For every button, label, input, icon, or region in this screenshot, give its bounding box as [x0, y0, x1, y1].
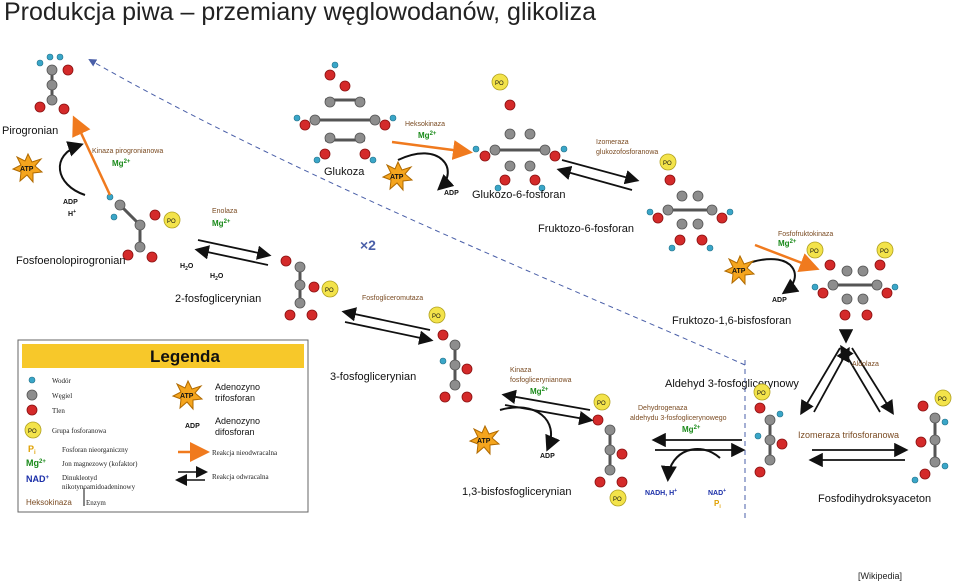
legend-atp-desc-2: trifosforan — [215, 393, 255, 403]
legend-enzyme-desc: Enzym — [86, 499, 106, 507]
legend-mg: Mg2+ — [26, 458, 46, 468]
enzyme-aldolase: Aldolaza — [852, 361, 879, 368]
enzyme-pgk-1: Kinaza — [510, 367, 532, 374]
atp-1: ATP — [390, 174, 404, 181]
times-two: ×2 — [360, 237, 376, 253]
label-bpg13: 1,3-bisfosfoglicerynian — [462, 486, 571, 498]
legend-nad-desc-1: Dinukleotyd — [62, 474, 97, 482]
label-pep: Fosfoenolopirogronian — [16, 255, 125, 267]
label-g6p: Glukozo-6-fosforan — [472, 189, 566, 201]
dashed-pathway-arrow — [88, 59, 746, 366]
label-f16bp: Fruktozo-1,6-bisfosforan — [672, 315, 791, 327]
legend-nad-desc-2: nikotynoamidoadeninowy — [62, 483, 136, 491]
legend-wodor: Wodór — [52, 377, 72, 385]
enzyme-pk: Kinaza pirogronianowa — [92, 148, 163, 155]
mg-pfk: Mg2+ — [778, 239, 797, 248]
legend-pi-desc: Fosforan nieorganiczny — [62, 446, 129, 454]
adp-1: ADP — [444, 190, 459, 197]
g3p-molecule — [753, 383, 788, 478]
legend-adp-desc-2: difosforan — [215, 427, 255, 437]
legend-tlen: Tlen — [52, 407, 65, 415]
enzyme-hexokinase: Heksokinaza — [405, 121, 445, 128]
h2o-1: H2O — [180, 263, 194, 272]
atp-3: ATP — [477, 438, 491, 445]
pg3-molecule — [428, 306, 473, 403]
mg-gapdh: Mg2+ — [682, 425, 701, 434]
adp-3: ADP — [540, 453, 555, 460]
legend-adp: ADP — [185, 423, 200, 430]
atp-2: ATP — [732, 268, 746, 275]
enzyme-isomerase-1: Izomeraza — [596, 139, 629, 146]
label-f6p: Fruktozo-6-fosforan — [538, 223, 634, 235]
enzyme-enolase: Enolaza — [212, 208, 237, 215]
enzyme-mutase: Fosfogliceromutaza — [362, 295, 423, 302]
adp-4: ADP — [63, 199, 78, 206]
enzyme-gapdh-2: aldehydu 3-fosfoglicerynowego — [630, 415, 727, 422]
mg-hexokinase: Mg2+ — [418, 131, 437, 140]
arrow-hexokinase — [391, 140, 473, 160]
nadh-label: NADH, H+ — [645, 488, 677, 497]
f16bp-molecule — [806, 241, 899, 321]
credit-text: [Wikipedia] — [857, 571, 902, 581]
label-pg2: 2-fosfoglicerynian — [175, 293, 261, 305]
legend-grupa: Grupa fosforanowa — [52, 427, 107, 435]
mg-pgk: Mg2+ — [530, 387, 549, 396]
legend-nad: NAD+ — [26, 474, 50, 484]
bpg13-molecule — [592, 393, 628, 507]
enzyme-pfk: Fosfofruktokinaza — [778, 231, 833, 238]
legend-atp-star: ATP — [180, 393, 194, 400]
legend-wegiel: Węgiel — [52, 392, 72, 400]
nad-label: NAD+ — [708, 488, 726, 497]
legend-title: Legenda — [150, 347, 220, 366]
pyruvate-molecule — [34, 53, 74, 115]
curve-atp-adp-1 — [397, 152, 455, 191]
legend-reversible: Reakcja odwracalna — [212, 473, 269, 481]
arrow-pfk — [754, 243, 820, 272]
legend-adp-desc-1: Adenozyno — [215, 416, 260, 426]
label-glukoza: Glukoza — [324, 166, 365, 178]
pg2-molecule — [280, 255, 339, 321]
pi-label: Pi — [714, 499, 721, 510]
arrow-pk — [72, 115, 112, 196]
enzyme-pgk-2: fosfoglicerynianowa — [510, 377, 572, 384]
adp-2: ADP — [772, 297, 787, 304]
legend-box: Legenda Wodór Węgiel Tlen Grupa fosforan… — [17, 339, 309, 513]
legend-atp-desc-1: Adenozyno — [215, 382, 260, 392]
mg-pk: Mg2+ — [112, 159, 131, 168]
f6p-molecule — [646, 153, 734, 252]
legend-irreversible: Reakcja nieodwracalna — [212, 449, 278, 457]
label-pg3: 3-fosfoglicerynian — [330, 371, 416, 383]
page-title: Produkcja piwa – przemiany węglowodanów,… — [4, 0, 596, 26]
enzyme-isomerase-2: glukozofosforanowa — [596, 149, 658, 156]
label-dhap: Fosfodihydroksyaceton — [818, 493, 931, 505]
mg-enolase: Mg2+ — [212, 219, 231, 228]
legend-mg-desc: Jon magnezowy (kofaktor) — [62, 460, 138, 468]
enzyme-gapdh-1: Dehydrogenaza — [638, 405, 688, 412]
h2o-2: H2O — [210, 273, 224, 282]
legend-pi: Pi — [28, 444, 36, 456]
dhap-molecule — [911, 389, 952, 484]
legend-enzyme: Heksokinaza — [26, 498, 72, 507]
glukoza-molecule — [293, 61, 397, 164]
enzyme-tpi: Izomeraza trifosforanowa — [798, 430, 899, 440]
g6p-molecule — [472, 73, 568, 192]
pep-molecule — [106, 193, 181, 263]
atp-4: ATP — [20, 166, 34, 173]
label-g3p: Aldehyd 3-fosfoglicerynowy — [665, 378, 799, 390]
h-plus: H+ — [68, 209, 76, 218]
label-pyruvate: Pirogronian — [2, 125, 58, 137]
